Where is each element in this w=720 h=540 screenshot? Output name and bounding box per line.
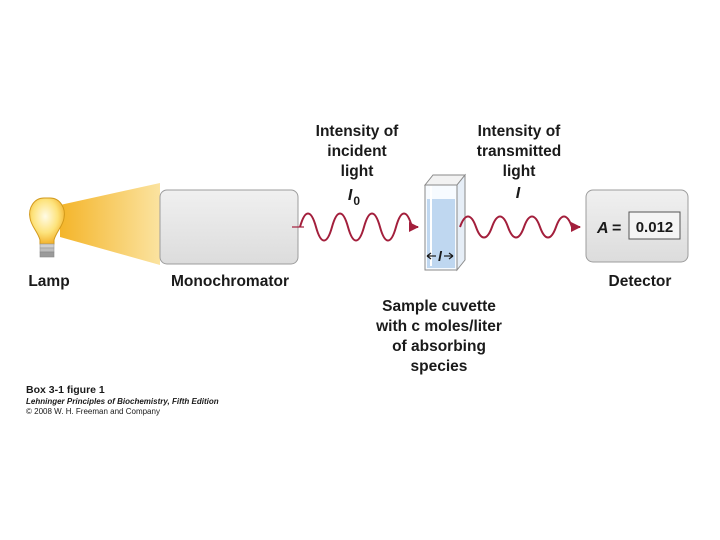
incident-subscript: 0 [353, 194, 360, 208]
absorbance-symbol: A [596, 220, 609, 237]
sample-cuvette-label: Sample cuvette with c moles/liter of abs… [362, 297, 516, 377]
caption-book: Lehninger Principles of Biochemistry, Fi… [26, 397, 219, 406]
pathlength-symbol: l [438, 248, 443, 264]
monochromator-box [159, 189, 299, 265]
transmitted-light-wave [459, 215, 581, 239]
transmitted-line-3: light [502, 163, 536, 180]
light-beam [60, 183, 160, 265]
incident-line-1: Intensity of [315, 123, 399, 140]
detector-label: Detector [608, 273, 672, 290]
absorbance-equals: = [612, 220, 621, 237]
transmitted-symbol: I [516, 185, 521, 202]
incident-light-label: Intensity of incident light [298, 122, 416, 182]
caption-title: Box 3-1 figure 1 [26, 384, 105, 396]
incident-line-3: light [340, 163, 374, 180]
pathlength-arrow [426, 252, 454, 260]
monochromator-label: Monochromator [171, 273, 289, 290]
transmitted-line-1: Intensity of [477, 123, 561, 140]
sample-line-4: species [410, 358, 468, 375]
incident-light-wave [299, 212, 419, 242]
detector-readout-window [628, 211, 681, 240]
sample-line-3: of absorbing [392, 338, 486, 355]
transmitted-line-2: transmitted [476, 143, 562, 160]
incident-symbol: I0 [348, 187, 360, 208]
sample-line-1: Sample cuvette [382, 298, 496, 315]
caption-copyright: © 2008 W. H. Freeman and Company [26, 407, 160, 416]
incident-line-2: incident [327, 143, 387, 160]
figure-caption: Box 3-1 figure 1 Lehninger Principles of… [26, 384, 219, 417]
sample-line-2: with c moles/liter [376, 318, 502, 335]
absorbance-reading: 0.012 [636, 219, 674, 236]
transmitted-light-label: Intensity of transmitted light [460, 122, 578, 182]
lamp-label: Lamp [28, 273, 70, 290]
lamp-icon [29, 197, 65, 258]
